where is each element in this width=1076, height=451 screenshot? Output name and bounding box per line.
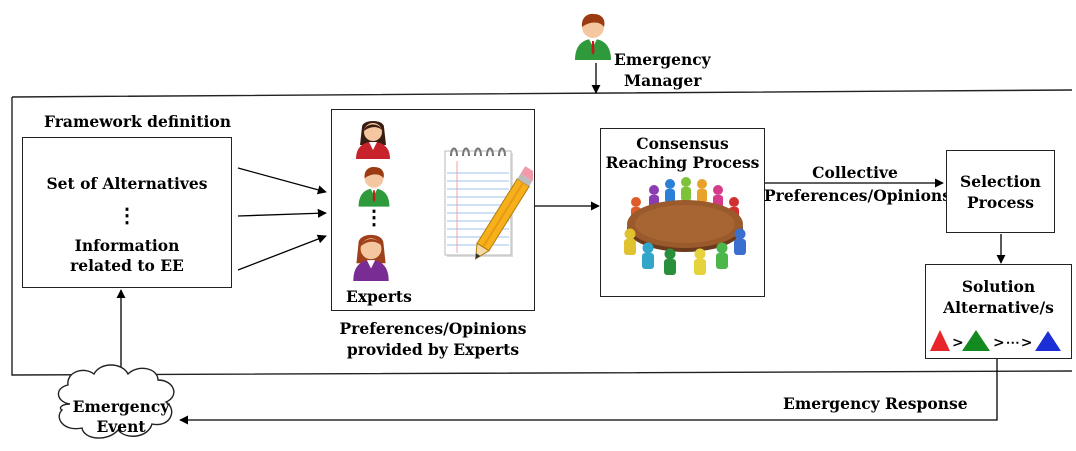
response-path [179, 359, 998, 425]
red-triangle-icon [930, 330, 950, 351]
alt-to-experts-arrow-3 [237, 234, 327, 271]
expert-female-purple-icon [353, 234, 389, 281]
event-label-line1: Emergency [72, 397, 170, 416]
selection-label-line1: Selection [960, 172, 1041, 191]
emergency-event-cloud [57, 364, 175, 439]
experts-dots: ⋮ [364, 205, 384, 229]
notepad-pencil-icon [444, 147, 533, 260]
experts-caption-line2: provided by Experts [346, 340, 520, 359]
ranking-triangles [930, 330, 1061, 351]
green-triangle-icon [962, 330, 990, 351]
consensus-label: Consensus Reaching Process [601, 134, 764, 172]
framework-box: Set of Alternatives ⋮ Information relate… [22, 137, 232, 288]
alt-to-experts-arrow-2 [237, 208, 327, 218]
outer-frame [11, 89, 1073, 376]
collective-label: Collective Preferences/Opinions [764, 161, 951, 207]
information-label: Information related to EE [23, 236, 231, 276]
blue-triangle-icon [1035, 331, 1061, 351]
information-line1: Information [74, 236, 180, 255]
alternatives-label: Set of Alternatives [46, 174, 208, 193]
emergency-response-label: Emergency Response [783, 394, 968, 413]
manager-label: Emergency Manager [614, 49, 711, 91]
manager-person-icon [575, 13, 611, 60]
framework-title: Framework definition [44, 112, 231, 131]
information-line2: related to EE [70, 256, 184, 275]
expert-male-icon [358, 166, 390, 207]
experts-caption-line1: Preferences/Opinions [339, 319, 527, 338]
emergency-event-label: Emergency Event [66, 397, 176, 437]
selection-label-line2: Process [967, 193, 1034, 212]
manager-label-line2: Manager [624, 71, 702, 90]
solution-label-line1: Solution [961, 277, 1036, 296]
consensus-label-line2: Reaching Process [605, 153, 760, 172]
manager-label-line1: Emergency [614, 50, 711, 69]
event-label-line2: Event [96, 417, 146, 436]
collective-label-line1: Collective [812, 163, 898, 182]
framework-dots: ⋮ [117, 203, 137, 227]
alt-to-experts-arrow-1 [237, 167, 327, 195]
ranking-sep-2: >⋯> [993, 335, 1034, 351]
solution-label: Solution Alternative/s [926, 276, 1071, 318]
round-table-meeting-icon [624, 177, 746, 275]
selection-label: Selection Process [947, 171, 1054, 213]
ranking-sep-1: > [952, 335, 964, 351]
experts-caption: Preferences/Opinions provided by Experts [331, 318, 535, 360]
experts-label: Experts [346, 287, 412, 306]
collective-label-line2: Preferences/Opinions [764, 186, 951, 205]
expert-female-icon [356, 121, 390, 159]
solution-label-line2: Alternative/s [943, 298, 1054, 317]
consensus-label-line1: Consensus [636, 134, 729, 153]
selection-box: Selection Process [946, 150, 1055, 233]
